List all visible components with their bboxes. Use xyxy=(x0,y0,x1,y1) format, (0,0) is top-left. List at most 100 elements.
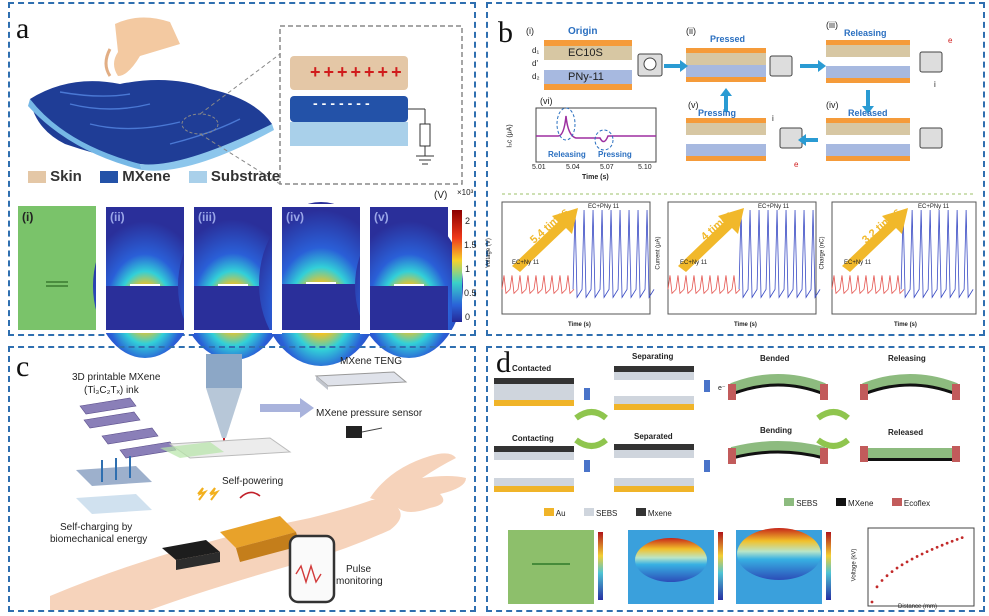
legend-au-swatch xyxy=(544,508,554,516)
sim-label-iii: (iii) xyxy=(198,210,216,224)
panel-d: d xyxy=(486,346,985,612)
top-layer-charges: +++++++ xyxy=(310,62,405,82)
voltage-point xyxy=(875,585,879,589)
bended-label: Bended xyxy=(760,354,790,363)
panel-c-label: c xyxy=(16,350,30,383)
voltage-point xyxy=(890,570,894,574)
legend-skin-swatch xyxy=(28,171,46,184)
vi-releasing: Releasing xyxy=(548,150,586,159)
charging-line1: Self-charging by xyxy=(60,522,133,533)
voltage-curve xyxy=(870,536,964,604)
vi-ylabel: Iₛᴄ (μA) xyxy=(506,124,514,148)
panel-b: b xyxy=(486,2,985,336)
voltage-point xyxy=(930,548,934,551)
e-label-iii: e xyxy=(948,36,953,45)
separated-label: Separated xyxy=(634,432,673,441)
vi-xlabel: Time (s) xyxy=(582,174,609,181)
legend-sebs-swatch xyxy=(583,508,594,516)
released-label: Released xyxy=(848,108,888,118)
voltage-point xyxy=(925,550,929,554)
stage-i-label: (i) xyxy=(526,26,534,36)
trace-ec-pny xyxy=(900,209,974,299)
panel-b-mechanism xyxy=(501,40,977,315)
stage-iii-label: (iii) xyxy=(826,20,838,30)
stage-v-label: (v) xyxy=(688,100,699,110)
vi-xtick: 5.01 xyxy=(532,164,546,171)
legend-ecoflex: Ecoflex xyxy=(903,499,931,508)
legend-ecoflex-swatch xyxy=(891,498,902,506)
signal-traces xyxy=(501,209,974,299)
plot3-xlabel: Time (s) xyxy=(894,322,917,328)
panel-a-label: a xyxy=(16,12,30,45)
panel-a-illustration xyxy=(18,17,463,366)
colorbar-exp: ×10³ xyxy=(457,188,474,197)
pressing-label: Pressing xyxy=(698,108,737,118)
colorbar-tick: 1 xyxy=(465,264,471,274)
colorbar xyxy=(452,210,462,322)
i-label-iii: i xyxy=(934,80,936,89)
voltage-point xyxy=(885,574,889,578)
plot3-right: EC+PNy 11 xyxy=(918,204,950,210)
colorbar-tick: 0 xyxy=(465,312,471,322)
voltage-point xyxy=(955,538,959,541)
d-prime-label: d' xyxy=(532,59,538,68)
plot3-ylabel: Charge (nC) xyxy=(819,236,826,270)
voltage-point xyxy=(900,563,904,567)
finger xyxy=(114,17,180,76)
legend-d2: SEBS MXene Ecoflex xyxy=(784,498,930,508)
released-d-label: Released xyxy=(888,428,924,437)
colorbar-tick: 2 xyxy=(465,216,471,226)
vi-pressing: Pressing xyxy=(598,150,632,159)
plot2-xlabel: Time (s) xyxy=(734,322,757,328)
pressed-label: Pressed xyxy=(710,34,746,44)
bending-label: Bending xyxy=(760,426,792,435)
plot2-left: EC+Ny 11 xyxy=(680,260,708,266)
voltage-point xyxy=(945,541,949,545)
e-label-d: e⁻ xyxy=(718,385,726,392)
e-label-v: e xyxy=(794,160,799,169)
self-powering-label: Self-powering xyxy=(222,476,284,487)
ec-label: EC10S xyxy=(568,47,603,59)
voltage-point xyxy=(950,539,954,543)
vi-xtick: 5.10 xyxy=(638,164,652,171)
legend-substrate: Substrate xyxy=(210,168,281,185)
trace-ec-ny xyxy=(831,275,905,295)
i-label-v: i xyxy=(772,114,774,123)
legend-sebs2-swatch xyxy=(784,498,794,506)
legend-au: Au xyxy=(555,509,566,518)
legend-mxene2: MXene xyxy=(848,499,874,508)
legend-mxene: MXene xyxy=(122,168,171,185)
sim-label-i: (i) xyxy=(22,210,34,224)
voltage-point xyxy=(880,579,884,582)
d2-label: d₂ xyxy=(532,72,540,81)
plot1-right: EC+PNy 11 xyxy=(588,204,620,210)
plot2-right: EC+PNy 11 xyxy=(758,204,790,210)
sim-tile-i xyxy=(18,206,96,330)
voltage-point xyxy=(935,545,939,549)
trace-ec-pny xyxy=(738,209,821,299)
voltage-ylabel: Voltage (kV) xyxy=(851,548,858,582)
legend-a: Skin MXene Substrate xyxy=(28,168,280,185)
sim-label-ii: (ii) xyxy=(110,210,125,224)
origin-label: Origin xyxy=(568,26,598,37)
vi-xtick: 5.04 xyxy=(566,164,580,171)
panel-d-label: d xyxy=(496,346,511,379)
plot2-ylabel: Current (μA) xyxy=(655,236,662,270)
releasing-label: Releasing xyxy=(844,28,887,38)
mid-layer-charges: ------- xyxy=(313,95,374,111)
releasing-d-label: Releasing xyxy=(888,354,926,363)
legend-mxene-swatch xyxy=(100,171,119,184)
colorbar-tick: 0.5 xyxy=(464,288,477,298)
d1-label: d₁ xyxy=(532,46,540,55)
plot3-left: EC+Ny 11 xyxy=(844,260,872,266)
teng-label: MXene TENG xyxy=(340,356,403,367)
legend-mxene-d-swatch xyxy=(635,508,646,516)
voltage-point xyxy=(915,555,919,558)
contacted-label: Contacted xyxy=(512,364,552,373)
voltage-xlabel: Distance (mm) xyxy=(898,604,938,610)
legend-skin: Skin xyxy=(50,168,82,185)
stage-iv-label: (iv) xyxy=(826,100,839,110)
voltage-point xyxy=(920,552,924,556)
stage-ii-label: (ii) xyxy=(686,26,696,36)
pulse-line1: Pulse xyxy=(346,564,372,575)
